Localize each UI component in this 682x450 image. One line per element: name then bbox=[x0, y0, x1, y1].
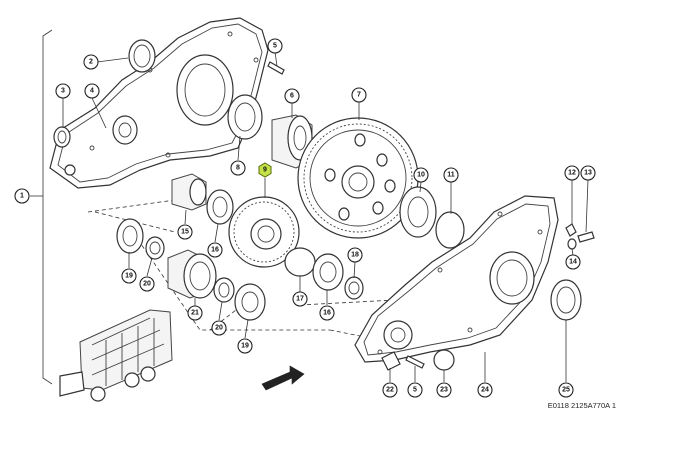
assembly-bracket bbox=[42, 29, 53, 385]
svg-text:16: 16 bbox=[323, 310, 331, 317]
callout-2: 2 bbox=[83, 54, 99, 70]
part-20-ring-lower bbox=[213, 277, 235, 303]
svg-text:4: 4 bbox=[90, 88, 94, 95]
part-22-plug bbox=[381, 351, 401, 371]
svg-text:20: 20 bbox=[143, 281, 151, 288]
svg-text:8: 8 bbox=[236, 165, 240, 172]
part-10-bearing bbox=[399, 186, 437, 238]
svg-text:19: 19 bbox=[241, 343, 249, 350]
svg-text:25: 25 bbox=[562, 387, 570, 394]
part-23-cap bbox=[433, 349, 455, 371]
svg-text:2: 2 bbox=[89, 59, 93, 66]
callout-19-left: 19 bbox=[121, 268, 137, 284]
part-25-seal bbox=[550, 279, 582, 321]
svg-text:18: 18 bbox=[351, 252, 359, 259]
callout-21: 21 bbox=[187, 305, 203, 321]
rear-housing bbox=[354, 195, 559, 363]
part-15-shaft bbox=[171, 173, 207, 211]
callout-20-lower: 20 bbox=[211, 320, 227, 336]
svg-text:5: 5 bbox=[273, 43, 277, 50]
part-14-washer bbox=[567, 238, 577, 250]
callout-13: 13 bbox=[580, 165, 596, 181]
part-19-bearing-lower bbox=[234, 283, 266, 321]
svg-text:9: 9 bbox=[263, 167, 267, 174]
svg-text:6: 6 bbox=[290, 93, 294, 100]
callout-12: 12 bbox=[564, 165, 580, 181]
callout-14: 14 bbox=[565, 254, 581, 270]
callout-9-highlighted: 9 bbox=[258, 162, 272, 178]
leader-lines bbox=[62, 51, 589, 382]
callout-20-left: 20 bbox=[139, 276, 155, 292]
part-8-bearing bbox=[227, 94, 263, 140]
svg-text:20: 20 bbox=[215, 325, 223, 332]
callout-19-lower: 19 bbox=[237, 338, 253, 354]
svg-text:22: 22 bbox=[386, 387, 394, 394]
callout-11: 11 bbox=[443, 167, 459, 183]
callout-6: 6 bbox=[284, 88, 300, 104]
svg-text:11: 11 bbox=[447, 172, 455, 179]
callout-1: 1 bbox=[14, 188, 30, 204]
svg-text:5: 5 bbox=[413, 387, 417, 394]
callout-3: 3 bbox=[55, 83, 71, 99]
svg-text:14: 14 bbox=[569, 259, 577, 266]
svg-text:13: 13 bbox=[584, 170, 592, 177]
part-18-ring bbox=[344, 276, 364, 300]
callout-5-lower: 5 bbox=[407, 382, 423, 398]
svg-text:23: 23 bbox=[440, 387, 448, 394]
svg-text:12: 12 bbox=[568, 170, 576, 177]
svg-text:15: 15 bbox=[181, 229, 189, 236]
callout-18: 18 bbox=[347, 247, 363, 263]
part-7-large-gear bbox=[297, 117, 419, 239]
part-12-screw bbox=[565, 223, 577, 237]
callout-24: 24 bbox=[477, 382, 493, 398]
part-9-gear bbox=[228, 196, 300, 268]
trailer-illustration bbox=[59, 309, 173, 402]
callout-16-lower: 16 bbox=[319, 305, 335, 321]
part-20-ring-left bbox=[145, 236, 165, 260]
svg-text:17: 17 bbox=[296, 296, 304, 303]
svg-text:24: 24 bbox=[481, 387, 489, 394]
part-21-pinion bbox=[167, 249, 217, 299]
part-5-pin-lower bbox=[405, 355, 425, 369]
part-13-bolt bbox=[577, 231, 595, 243]
part-2-seal bbox=[128, 39, 156, 73]
svg-text:1: 1 bbox=[20, 193, 24, 200]
direction-arrow bbox=[261, 365, 305, 391]
part-5-pin bbox=[267, 61, 285, 75]
callout-8: 8 bbox=[230, 160, 246, 176]
svg-text:7: 7 bbox=[357, 92, 361, 99]
part-17-ring bbox=[284, 247, 316, 277]
part-19-bearing-left bbox=[116, 218, 144, 254]
callout-7: 7 bbox=[351, 87, 367, 103]
svg-text:19: 19 bbox=[125, 273, 133, 280]
callout-5-top: 5 bbox=[267, 38, 283, 54]
part-16-bearing-upper bbox=[206, 189, 234, 225]
callout-4: 4 bbox=[84, 83, 100, 99]
callout-17: 17 bbox=[292, 291, 308, 307]
reference-code: E0118 2125A770A 1 bbox=[548, 401, 616, 410]
svg-text:3: 3 bbox=[61, 88, 65, 95]
callout-25: 25 bbox=[558, 382, 574, 398]
front-housing-cover bbox=[49, 17, 269, 189]
callout-10: 10 bbox=[413, 167, 429, 183]
callout-23: 23 bbox=[436, 382, 452, 398]
callout-22: 22 bbox=[382, 382, 398, 398]
svg-text:10: 10 bbox=[417, 172, 425, 179]
svg-text:21: 21 bbox=[191, 310, 199, 317]
callout-15: 15 bbox=[177, 224, 193, 240]
alignment-dashes bbox=[87, 199, 396, 341]
part-16-bearing-lower bbox=[312, 253, 344, 291]
svg-text:16: 16 bbox=[211, 247, 219, 254]
part-3-seal bbox=[53, 126, 71, 148]
part-11-ring bbox=[435, 211, 465, 249]
callout-16-upper: 16 bbox=[207, 242, 223, 258]
